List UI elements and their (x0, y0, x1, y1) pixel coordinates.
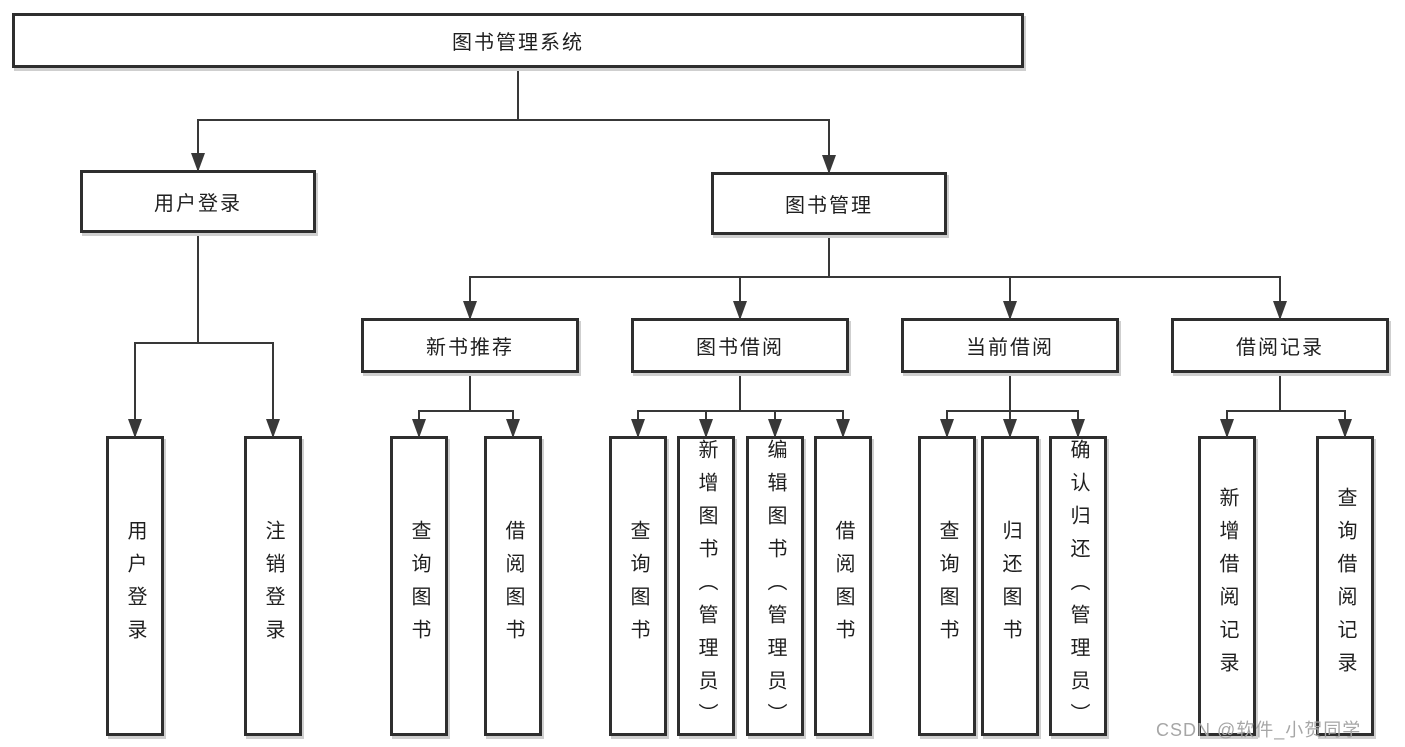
arrow-down-icon (128, 419, 142, 438)
node-label: 图书管理 (785, 195, 873, 217)
node-label: 新增借阅记录 (1216, 487, 1238, 685)
node-records-query: 查询借阅记录 (1316, 436, 1374, 736)
node-records-add: 新增借阅记录 (1198, 436, 1256, 736)
node-mgmt: 图书管理 (711, 172, 947, 235)
arrow-down-icon (631, 419, 645, 438)
arrow-down-icon (506, 419, 520, 438)
node-current: 当前借阅 (901, 318, 1119, 373)
connector-line (637, 410, 844, 412)
node-cur-confirm: 确认归还（管理员） (1049, 436, 1107, 736)
connector-line (272, 343, 274, 436)
node-rec: 新书推荐 (361, 318, 579, 373)
node-cur-query: 查询图书 (918, 436, 976, 736)
connector-line (828, 120, 830, 172)
node-records: 借阅记录 (1171, 318, 1389, 373)
node-label: 新书推荐 (426, 337, 514, 359)
arrow-down-icon (940, 419, 954, 438)
node-borrow-borrow: 借阅图书 (814, 436, 872, 736)
arrow-down-icon (699, 419, 713, 438)
node-rec-borrow: 借阅图书 (484, 436, 542, 736)
node-login-user: 用户登录 (106, 436, 164, 736)
node-cur-return: 归还图书 (981, 436, 1039, 736)
connector-line (197, 233, 199, 343)
node-rec-query: 查询图书 (390, 436, 448, 736)
node-borrow-query: 查询图书 (609, 436, 667, 736)
node-label: 查询借阅记录 (1334, 487, 1356, 685)
arrow-down-icon (733, 301, 747, 320)
node-label: 确认归还（管理员） (1067, 439, 1089, 736)
connector-line (469, 373, 471, 411)
arrow-down-icon (1338, 419, 1352, 438)
node-label: 借阅记录 (1236, 337, 1324, 359)
connector-line (739, 277, 741, 318)
arrow-down-icon (1003, 419, 1017, 438)
node-label: 当前借阅 (966, 337, 1054, 359)
node-login-logout: 注销登录 (244, 436, 302, 736)
node-login: 用户登录 (80, 170, 316, 233)
node-label: 归还图书 (999, 520, 1021, 652)
node-label: 借阅图书 (832, 520, 854, 652)
connector-line (134, 342, 274, 344)
connector-line (134, 343, 136, 436)
node-borrow: 图书借阅 (631, 318, 849, 373)
arrow-down-icon (412, 419, 426, 438)
arrow-down-icon (1220, 419, 1234, 438)
connector-line (1226, 410, 1346, 412)
arrow-down-icon (1273, 301, 1287, 320)
connector-line (469, 276, 1281, 278)
node-label: 用户登录 (154, 193, 242, 215)
connector-line (828, 235, 830, 277)
node-label: 用户登录 (124, 520, 146, 652)
node-label: 查询图书 (408, 520, 430, 652)
node-label: 编辑图书（管理员） (764, 439, 786, 736)
arrow-down-icon (191, 153, 205, 172)
node-label: 新增图书（管理员） (695, 439, 717, 736)
node-label: 查询图书 (936, 520, 958, 652)
connector-line (1279, 277, 1281, 318)
node-label: 图书借阅 (696, 337, 784, 359)
node-label: 查询图书 (627, 520, 649, 652)
node-label: 借阅图书 (502, 520, 524, 652)
connector-line (418, 410, 514, 412)
arrow-down-icon (1003, 301, 1017, 320)
connector-line (1009, 277, 1011, 318)
node-label: 注销登录 (262, 520, 284, 652)
arrow-down-icon (836, 419, 850, 438)
arrow-down-icon (822, 155, 836, 174)
connector-line (197, 120, 199, 170)
connector-line (946, 410, 1079, 412)
arrow-down-icon (463, 301, 477, 320)
node-borrow-edit: 编辑图书（管理员） (746, 436, 804, 736)
connector-line (517, 68, 519, 120)
node-borrow-add: 新增图书（管理员） (677, 436, 735, 736)
arrow-down-icon (1071, 419, 1085, 438)
connector-line (1009, 373, 1011, 411)
connector-line (739, 373, 741, 411)
node-label: 图书管理系统 (452, 32, 584, 54)
connector-line (197, 119, 830, 121)
arrow-down-icon (266, 419, 280, 438)
connector-line (469, 277, 471, 318)
watermark: CSDN @软件_小贺同学 (1156, 720, 1362, 740)
node-root: 图书管理系统 (12, 13, 1024, 68)
arrow-down-icon (768, 419, 782, 438)
connector-line (1279, 373, 1281, 411)
